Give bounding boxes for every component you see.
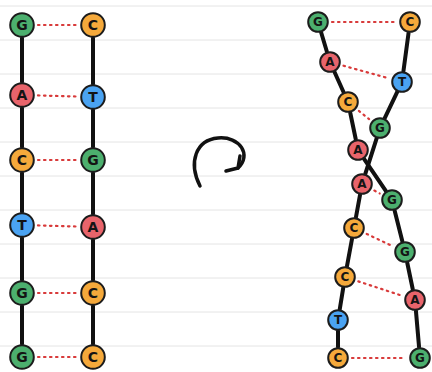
- nucleotide-circle: G: [381, 189, 403, 211]
- base-pair-bond: [38, 225, 77, 226]
- nucleotide-circle: C: [80, 280, 106, 306]
- nucleotide-circle: A: [9, 82, 35, 108]
- nucleotide-circle: T: [9, 212, 35, 238]
- nucleotide-circle: A: [347, 139, 369, 161]
- backbone-strand: [335, 72, 344, 92]
- backbone-strand: [91, 306, 95, 344]
- nucleotide-circle: A: [351, 173, 373, 195]
- base-letter: A: [17, 88, 28, 102]
- nucleotide-circle: A: [404, 289, 426, 311]
- base-letter: C: [17, 153, 27, 167]
- backbone-strand: [340, 288, 343, 309]
- nucleotide-circle: G: [394, 241, 416, 263]
- nucleotide-circle: G: [80, 147, 106, 173]
- nucleotide-circle: A: [80, 214, 106, 240]
- backbone-strand: [395, 211, 403, 242]
- base-letter: A: [353, 144, 362, 156]
- base-letter: T: [88, 90, 98, 104]
- backbone-strand: [91, 110, 95, 147]
- base-pair-bond: [367, 234, 393, 246]
- base-letter: G: [415, 352, 425, 364]
- backbone-strand: [20, 38, 24, 82]
- base-letter: C: [344, 96, 353, 108]
- nucleotide-circle: G: [409, 347, 431, 369]
- backbone-strand: [347, 239, 352, 266]
- nucleotide-circle: C: [327, 347, 349, 369]
- base-letter: G: [375, 122, 385, 134]
- base-pair-bond: [38, 159, 77, 161]
- nucleotide-circle: G: [307, 11, 329, 33]
- base-letter: C: [341, 271, 350, 283]
- base-letter: C: [406, 16, 415, 28]
- nucleotide-circle: C: [399, 11, 421, 33]
- base-letter: A: [357, 178, 366, 190]
- base-pair-bond: [359, 111, 369, 119]
- base-letter: G: [16, 18, 28, 32]
- base-pair-bond: [352, 357, 406, 359]
- nucleotide-circle: T: [391, 71, 413, 93]
- nucleotide-circle: C: [80, 344, 106, 370]
- base-letter: T: [398, 76, 406, 88]
- base-pair-bond: [343, 66, 388, 79]
- backbone-strand: [416, 311, 419, 347]
- base-letter: C: [88, 286, 98, 300]
- backbone-strand: [336, 331, 340, 347]
- backbone-strand: [91, 240, 95, 280]
- nucleotide-circle: C: [80, 12, 106, 38]
- base-letter: C: [88, 350, 98, 364]
- base-pair-bond: [38, 292, 77, 294]
- backbone-strand: [407, 263, 413, 289]
- backbone-strand: [321, 33, 327, 52]
- rotate-arrow: [194, 138, 244, 186]
- base-letter: G: [87, 153, 99, 167]
- backbone-strand: [20, 108, 24, 147]
- nucleotide-circle: C: [9, 147, 35, 173]
- nucleotide-circle: C: [337, 91, 359, 113]
- base-pair-bond: [374, 191, 379, 194]
- nucleotide-circle: G: [369, 117, 391, 139]
- base-letter: C: [350, 222, 359, 234]
- base-letter: T: [334, 314, 342, 326]
- backbone-strand: [91, 38, 95, 84]
- backbone-strand: [20, 238, 24, 280]
- base-letter: G: [400, 246, 410, 258]
- base-letter: G: [313, 16, 323, 28]
- base-pair-bond: [38, 356, 77, 358]
- backbone-strand: [356, 195, 360, 217]
- base-letter: A: [410, 294, 419, 306]
- nucleotide-circle: C: [334, 266, 356, 288]
- backbone-strand: [385, 92, 398, 118]
- base-letter: A: [325, 56, 334, 68]
- base-letter: C: [334, 352, 343, 364]
- base-letter: C: [88, 18, 98, 32]
- backbone-strand: [20, 173, 24, 212]
- base-pair-bond: [332, 21, 396, 23]
- base-letter: G: [16, 286, 28, 300]
- base-pair-bond: [38, 95, 77, 96]
- backbone-strand: [20, 306, 24, 344]
- nucleotide-circle: G: [9, 280, 35, 306]
- backbone-strand: [350, 113, 356, 139]
- nucleotide-circle: T: [327, 309, 349, 331]
- base-letter: G: [16, 350, 28, 364]
- base-pair-bond: [358, 281, 401, 295]
- nucleotide-circle: T: [80, 84, 106, 110]
- nucleotide-circle: G: [9, 344, 35, 370]
- nucleotide-circle: G: [9, 12, 35, 38]
- backbone-strand: [403, 33, 408, 71]
- ruled-lines: [0, 6, 432, 346]
- nucleotide-circle: C: [343, 217, 365, 239]
- base-letter: G: [387, 194, 397, 206]
- base-pair-bond: [38, 24, 77, 26]
- base-letter: T: [17, 218, 27, 232]
- backbone-strand: [365, 138, 376, 173]
- nucleotide-circle: A: [319, 51, 341, 73]
- backbone-strand: [91, 173, 95, 214]
- base-letter: A: [88, 220, 99, 234]
